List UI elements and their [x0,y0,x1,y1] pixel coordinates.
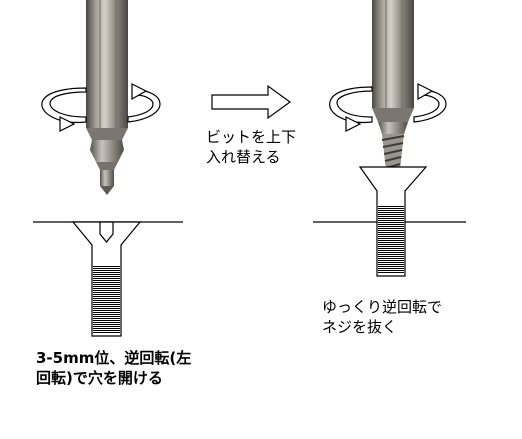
extractor-bit [372,0,414,170]
swap-arrow [211,84,292,120]
swap-caption-line-2: 入れ替える [206,148,281,166]
rotation-arrow-right-2 [413,83,447,123]
swap-caption: ビットを上下 入れ替える [206,127,296,167]
step2-caption: ゆっくり逆回転で ネジを抜く [322,297,442,337]
swap-caption-line-1: ビットを上下 [206,128,297,146]
screw-left [71,221,142,337]
step2-caption-line-2: ネジを抜く [322,318,398,336]
step1-caption-line-2: 回転)で穴を開ける [36,369,163,387]
screw-right [358,166,428,277]
rotation-arrow-left-2 [329,86,373,132]
rotation-arrow-left [41,87,87,132]
rotation-arrow-right [127,83,161,123]
step1-caption: 3-5mm位、逆回転(左 回転)で穴を開ける [36,348,191,388]
drill-bit [86,0,128,195]
step2-caption-line-1: ゆっくり逆回転で [322,298,443,316]
step1-caption-line-1: 3-5mm位、逆回転(左 [36,349,192,367]
